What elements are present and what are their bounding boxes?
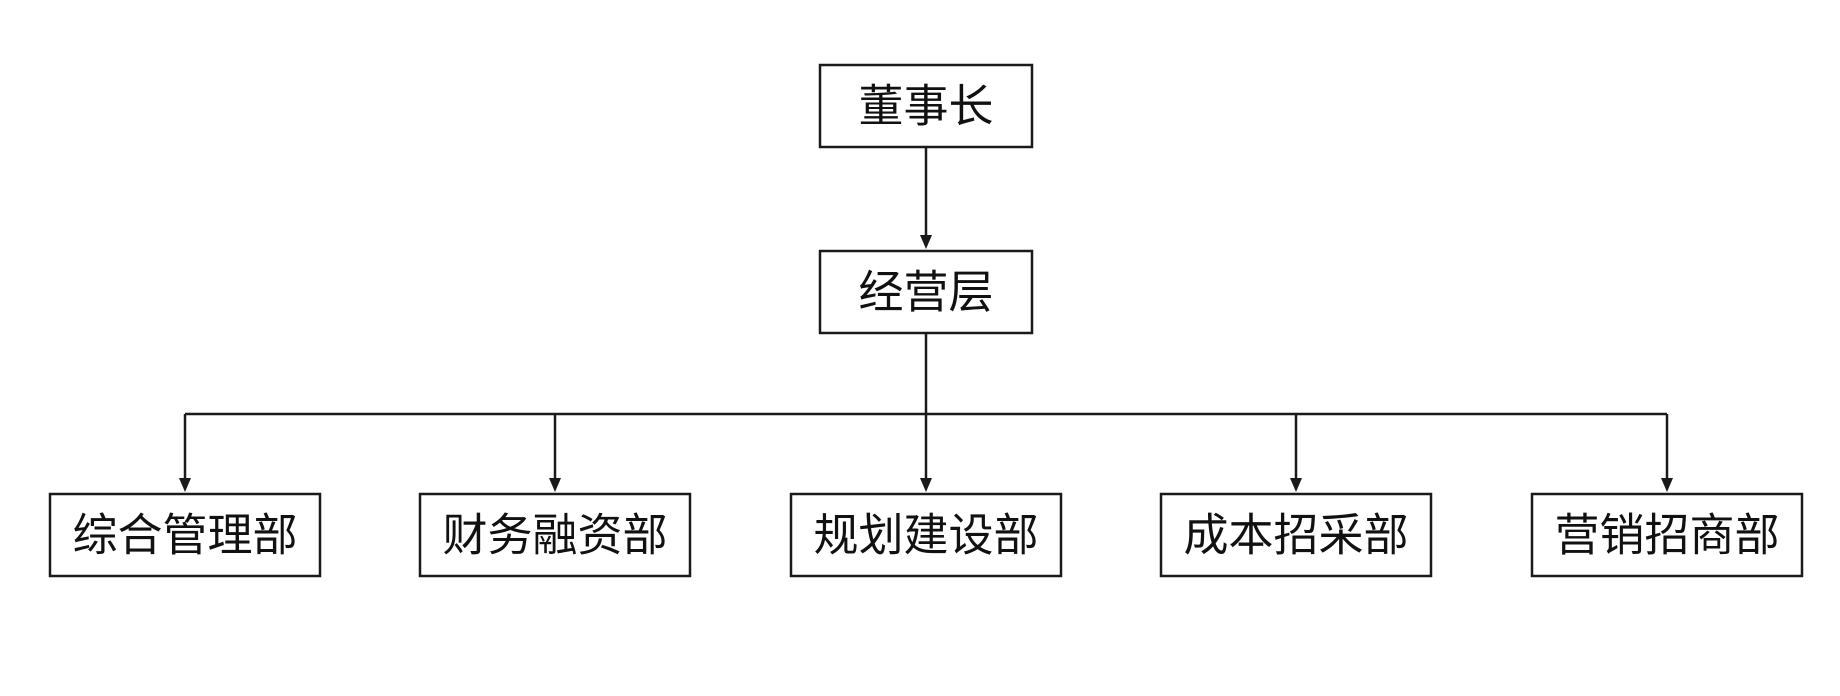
arrowhead xyxy=(920,478,932,492)
node-box xyxy=(818,63,1034,149)
node-label-department: 财务融资部 xyxy=(442,509,667,562)
edge-to-department-3 xyxy=(1290,414,1302,492)
node-box xyxy=(48,492,322,578)
node-department-3: 成本招采部 xyxy=(1159,492,1433,578)
arrowhead xyxy=(1290,478,1302,492)
node-department-0: 综合管理部 xyxy=(48,492,322,578)
arrowhead xyxy=(179,478,191,492)
node-box xyxy=(789,492,1063,578)
node-department-2: 规划建设部 xyxy=(789,492,1063,578)
node-box xyxy=(1159,492,1433,578)
node-box xyxy=(1530,492,1804,578)
node-management: 经营层 xyxy=(818,249,1034,335)
node-label-management: 经营层 xyxy=(858,266,993,319)
node-department-1: 财务融资部 xyxy=(418,492,692,578)
arrowhead xyxy=(920,235,932,249)
node-label-department: 成本招采部 xyxy=(1183,509,1408,562)
edge-to-department-1 xyxy=(549,414,561,492)
edge-chairman-to-management xyxy=(920,147,932,249)
node-label-department: 规划建设部 xyxy=(813,509,1038,562)
node-label-department: 综合管理部 xyxy=(72,509,297,562)
arrowhead xyxy=(549,478,561,492)
edge-to-department-4 xyxy=(1661,414,1673,492)
node-box xyxy=(418,492,692,578)
edge-to-department-0 xyxy=(179,414,191,492)
node-box xyxy=(818,249,1034,335)
edge-to-department-2 xyxy=(920,414,932,492)
node-department-4: 营销招商部 xyxy=(1530,492,1804,578)
arrowhead xyxy=(1661,478,1673,492)
node-label-chairman: 董事长 xyxy=(858,80,993,133)
node-chairman: 董事长 xyxy=(818,63,1034,149)
node-label-department: 营销招商部 xyxy=(1554,509,1779,562)
